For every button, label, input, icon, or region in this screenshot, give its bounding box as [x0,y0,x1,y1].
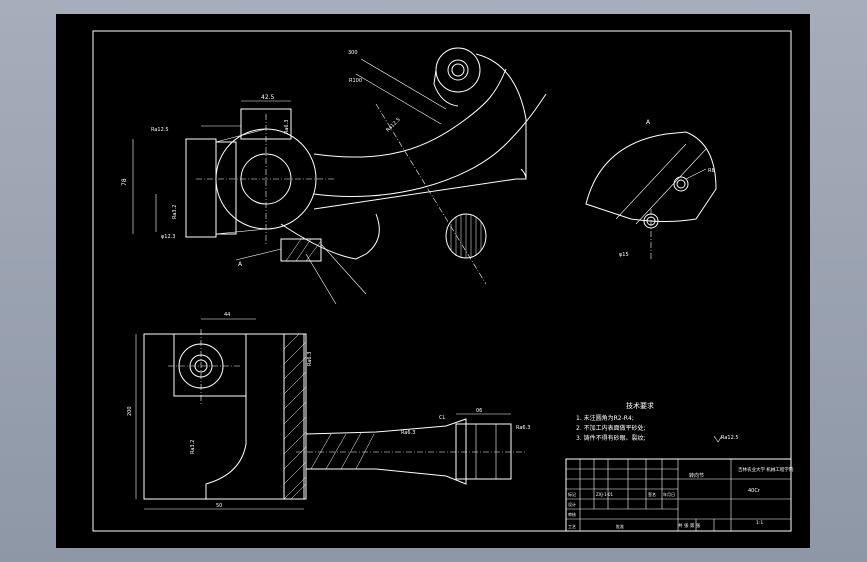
side-view-labels: 44 200 50 06 CL Ra6.3 Ra3.2 Ra6.3 Ra6.3 [127,312,530,509]
front-view-labels: 42.5 78 300 R100 φ12.3 A Ra12.5 Ra6.3 Ra… [121,50,402,268]
view-a-label: A [646,119,651,126]
title-block [565,458,792,532]
dim-06: 06 [476,408,482,414]
tb-sheet: 共 张 第 张 [678,522,701,529]
dim-height-left: 78 [121,178,128,186]
roughness-5: Ra6.3 [307,352,313,366]
tech-req-title: 技术要求 [626,401,654,410]
dim-200: 200 [127,406,133,416]
roughness-1: Ra12.5 [151,127,169,133]
tb-material: 40Cr [748,488,761,494]
tb-drawing-no: ZXJ-1-01 [596,492,613,497]
dim-50: 50 [216,503,222,509]
roughness-note: Ra12.5 [721,435,739,441]
label-cl: CL [439,415,445,421]
dim-300: 300 [348,50,358,56]
tech-req-2: 2. 不加工内表面做平砂处; [576,424,646,432]
tb-label-review: 审核 [568,511,576,517]
view-a [585,131,717,259]
tech-req-3: 3. 铸件不得有砂眼、裂纹; [576,434,646,442]
tech-req-1: 1. 未注圆角为R2-R4; [576,414,634,422]
roughness-2: Ra6.3 [284,120,290,134]
view-a-r8: R8 [708,168,715,174]
tb-part-name: 转向节 [689,472,704,479]
drawing-sheet[interactable]: 42.5 78 300 R100 φ12.3 A Ra12.5 Ra6.3 Ra… [56,14,810,548]
roughness-8: Ra6.3 [516,425,530,431]
roughness-3: Ra3.2 [172,205,178,219]
dim-width-top: 42.5 [261,94,275,101]
section-mark-a: A [238,261,243,268]
tb-label-mark: 标记 [568,491,576,497]
dim-phi-small: φ12.3 [161,234,175,240]
drawing-border [92,30,792,532]
tb-label-approve: 批准 [616,523,624,529]
view-a-phi15: φ15 [619,252,629,258]
tb-label-process: 工艺 [568,524,576,529]
tb-label-date: 年月日 [663,491,675,497]
roughness-7: Ra6.3 [401,430,415,436]
tb-label-sign: 签名 [648,491,656,497]
dim-r100: R100 [349,78,362,84]
tb-label-design: 设计 [568,501,576,507]
roughness-symbol-icon [713,435,723,443]
tb-school: 吉林农业大学 机械工程学院 [738,466,794,473]
side-view [135,318,526,510]
front-view [132,47,547,305]
tb-scale: 1:1 [756,520,763,526]
drawing-canvas: 42.5 78 300 R100 φ12.3 A Ra12.5 Ra6.3 Ra… [92,30,794,532]
roughness-6: Ra3.2 [190,440,196,454]
roughness-4: Ra12.5 [385,117,402,134]
dim-width-mid: 44 [224,312,230,318]
